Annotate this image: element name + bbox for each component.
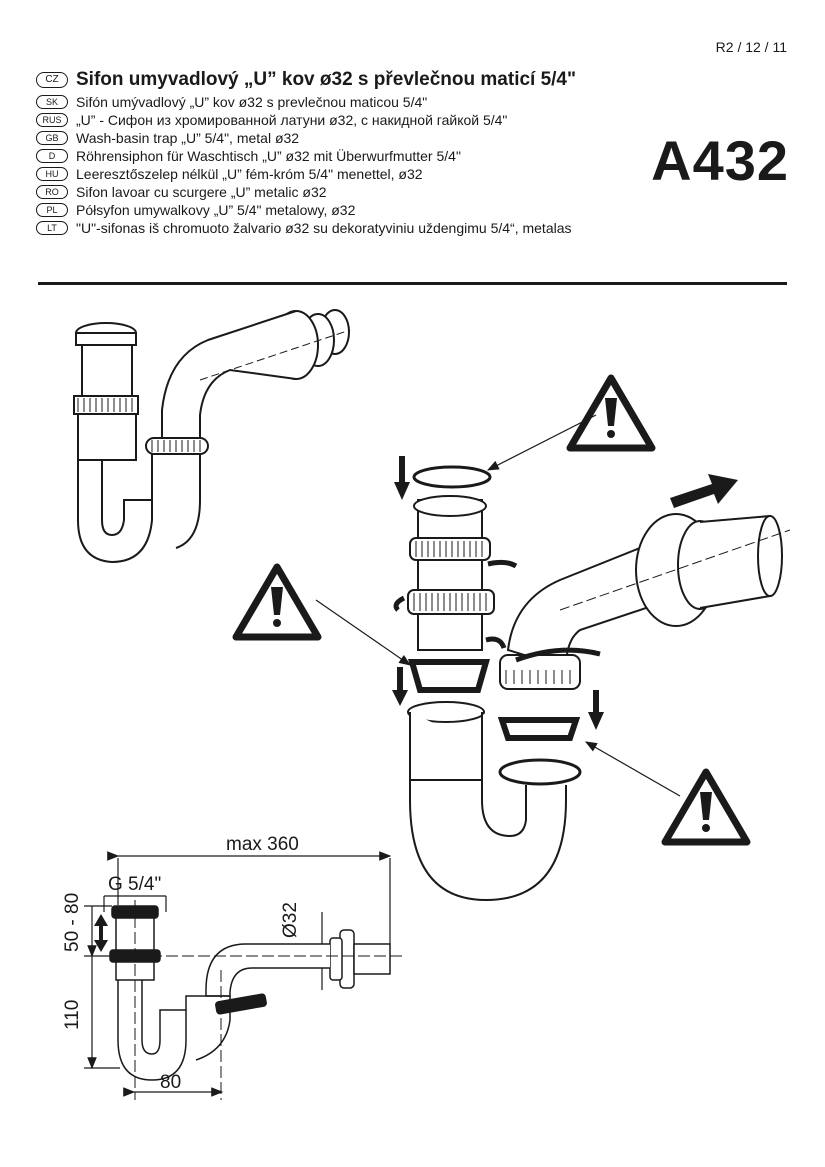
product-code: A432 [651, 129, 789, 192]
title-text-d: Röhrensiphon für Waschtisch „U” ø32 mit … [76, 148, 461, 164]
title-text-hu: Leeresztőszelep nélkül „U” fém-króm 5/4"… [76, 166, 423, 182]
title-row-gb: GB Wash-basin trap „U” 5/4", metal ø32 [36, 129, 696, 147]
title-row-hu: HU Leeresztőszelep nélkül „U” fém-króm 5… [36, 165, 696, 183]
dimension-drawing [86, 900, 402, 1100]
title-text-sk: Sifón umývadlový „U” kov ø32 s prevlečno… [76, 94, 428, 110]
dim-trap-height: 110 [62, 1000, 83, 1030]
dim-pipe-diameter: Ø32 [280, 902, 301, 938]
title-row-ro: RO Sifon lavoar cu scurgere „U” metalic … [36, 183, 696, 201]
dim-trap-width: 80 [160, 1072, 181, 1093]
title-row-lt: LT "U"-sifonas iš chromuoto žalvario ø32… [36, 219, 696, 237]
title-row-d: D Röhrensiphon für Waschtisch „U” ø32 mi… [36, 147, 696, 165]
dim-overall-length: max 360 [226, 834, 299, 855]
siphon-exploded-view [407, 465, 791, 902]
title-row-cz: CZ Sifon umyvadlový „U” kov ø32 s převle… [36, 68, 696, 92]
lang-badge-lt: LT [36, 221, 68, 235]
rotate-arrow-icon [393, 559, 601, 663]
title-row-pl: PL Półsyfon umywalkovy „U” 5/4" metalowy… [36, 201, 696, 219]
lang-badge-d: D [36, 149, 68, 163]
title-row-rus: RUS „U” - Сифон из хромированной латуни … [36, 111, 696, 129]
title-text-ro: Sifon lavoar cu scurgere „U” metalic ø32 [76, 184, 327, 200]
dimension-lines [84, 851, 392, 1097]
siphon-assembled-view [73, 309, 351, 564]
warning-triangle-icon [232, 563, 322, 641]
arrow-right-icon [670, 474, 738, 508]
dim-height-adjust: 50 - 80 [62, 893, 83, 952]
lang-badge-rus: RUS [36, 113, 68, 127]
lang-badge-ro: RO [36, 185, 68, 199]
title-text-lt: "U"-sifonas iš chromuoto žalvario ø32 su… [76, 220, 572, 236]
title-text-gb: Wash-basin trap „U” 5/4", metal ø32 [76, 130, 300, 146]
height-adjust-arrow-icon [94, 914, 108, 952]
title-text-cz: Sifon umyvadlový „U” kov ø32 s převlečno… [76, 69, 577, 90]
revision-code: R2 / 12 / 11 [715, 39, 787, 55]
arrow-down-icon [392, 667, 408, 706]
title-row-sk: SK Sifón umývadlový „U” kov ø32 s prevle… [36, 93, 696, 111]
lang-badge-gb: GB [36, 131, 68, 145]
title-text-pl: Półsyfon umywalkovy „U” 5/4" metalowy, ø… [76, 202, 356, 218]
product-title-list: CZ Sifon umyvadlový „U” kov ø32 s převle… [36, 68, 696, 237]
title-text-rus: „U” - Сифон из хромированной латуни ø32,… [76, 112, 508, 128]
arrow-down-icon [394, 456, 410, 500]
lang-badge-cz: CZ [36, 72, 68, 88]
leader-lines [315, 414, 681, 797]
warning-triangle-icon [566, 374, 656, 452]
dim-thread: G 5/4" [108, 874, 161, 895]
arrow-down-icon [588, 690, 604, 730]
warning-triangle-icon [661, 768, 751, 846]
header-divider [38, 282, 787, 285]
lang-badge-sk: SK [36, 95, 68, 109]
lang-badge-hu: HU [36, 167, 68, 181]
lang-badge-pl: PL [36, 203, 68, 217]
